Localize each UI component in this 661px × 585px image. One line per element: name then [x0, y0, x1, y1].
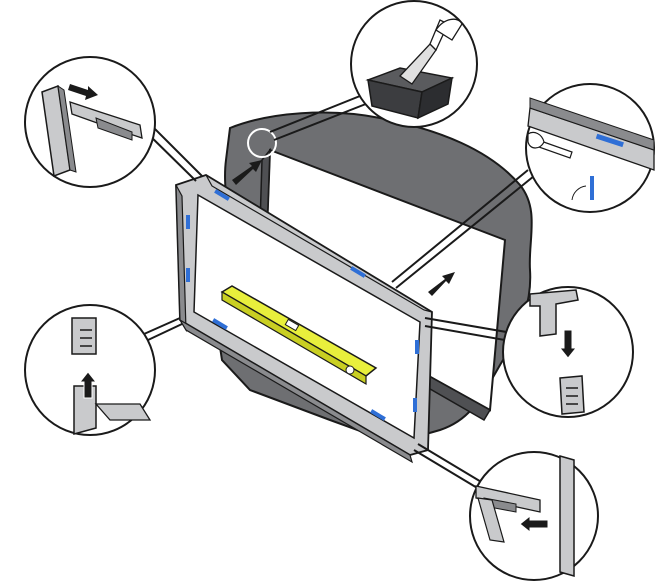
leader-lines	[141, 91, 535, 493]
callout-top-center-adhesive	[350, 0, 478, 128]
adhesive-tape	[186, 215, 190, 229]
arrow-icon	[78, 371, 98, 399]
adhesive-tape	[350, 266, 366, 278]
trowel-icon	[399, 18, 463, 85]
callout-bottom-right-corner-clip	[469, 451, 599, 581]
arrow-icon	[232, 160, 262, 185]
adhesive-tub-icon	[365, 67, 455, 120]
arrow-icon	[519, 514, 549, 534]
adhesive-tape	[370, 409, 386, 421]
callout-top-left-corner-clip	[24, 56, 156, 188]
arrow-icon	[558, 329, 578, 359]
arrow-icon	[428, 272, 455, 296]
adhesive-tape	[413, 398, 417, 412]
adhesive-tape	[415, 340, 419, 354]
detail-marker	[247, 128, 277, 158]
adhesive-tape	[186, 268, 190, 282]
adhesive-tape	[214, 189, 230, 201]
callout-left-vertical-clip	[24, 304, 156, 436]
pen-icon	[527, 131, 573, 159]
callout-top-right-tape	[525, 83, 655, 213]
angle-icon	[571, 185, 587, 201]
adhesive-tape	[212, 318, 228, 330]
spirit-level-icon	[220, 285, 378, 386]
arrow-icon	[68, 84, 98, 100]
callout-right-vertical-clip	[502, 286, 634, 418]
